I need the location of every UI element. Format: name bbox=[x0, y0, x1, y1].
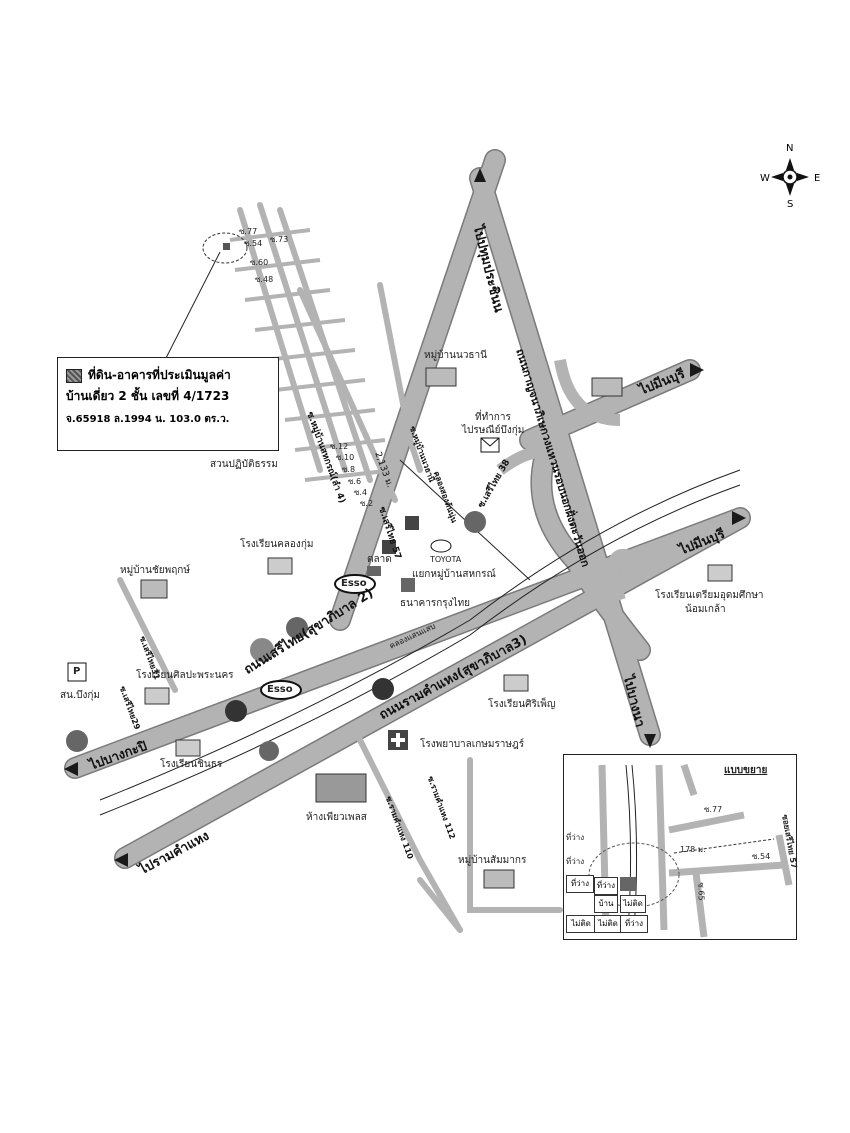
soi-number: ซ.4 bbox=[354, 488, 368, 497]
road-pracharin[interactable] bbox=[330, 150, 505, 630]
label-toyota: TOYOTA bbox=[430, 555, 462, 564]
arrow-down-icon bbox=[644, 734, 656, 748]
compass-e: E bbox=[814, 173, 820, 184]
soi-number: ซ.12 bbox=[330, 442, 349, 451]
inset-title: แบบขยาย bbox=[724, 765, 768, 776]
label-chaiyaphruek: หมู่บ้านชัยพฤกษ์ bbox=[120, 565, 190, 576]
inset-neighbor1: ไม่ติด bbox=[620, 895, 646, 913]
label-mall: ห้างเพียวเพลส bbox=[306, 812, 367, 823]
roads-fill bbox=[65, 150, 750, 868]
compass-icon bbox=[771, 158, 809, 196]
soi-number: ซ.10 bbox=[336, 453, 355, 462]
road-seri-thai[interactable] bbox=[65, 510, 745, 778]
inset-neighbor3: ไม่ติด bbox=[594, 915, 622, 933]
inset-vacant1: ที่ว่าง bbox=[566, 833, 585, 842]
soi-number: ซ.8 bbox=[342, 465, 356, 474]
inset-neighbor2: ไม่ติด bbox=[566, 915, 596, 933]
market-icon bbox=[367, 566, 381, 576]
label-market: ตลาด bbox=[367, 554, 392, 565]
bank-icon bbox=[401, 578, 415, 592]
label-krungthai: ธนาคารกรุงไทย bbox=[400, 598, 471, 609]
ptt-icon bbox=[66, 511, 486, 752]
inset-map[interactable]: แบบขยาย ซ.77 ซ.54 ซ.65 ซอยเสรีไทย 57 178… bbox=[563, 754, 799, 940]
label-school-khlong-kum: โรงเรียนคลองกุ่ม bbox=[240, 539, 314, 550]
arrow-right-icon bbox=[732, 511, 746, 525]
hospital-icon bbox=[388, 730, 408, 750]
sub-grid bbox=[229, 228, 396, 482]
label-kasemrad: โรงพยาบาลเกษมราษฎร์ bbox=[420, 739, 525, 750]
hatch-swatch-icon bbox=[66, 368, 82, 383]
soi-number: ซ.54 bbox=[244, 239, 263, 248]
inset-soi54: ซ.54 bbox=[752, 852, 771, 861]
legend-line2: บ้านเดี่ยว 2 ชั้น เลขที่ 4/1723 bbox=[66, 389, 230, 403]
direction-arrows bbox=[64, 168, 746, 867]
legend-line3: จ.65918 ล.1994 น. 103.0 ตร.ว. bbox=[66, 414, 230, 425]
road-ramkhamhaeng[interactable] bbox=[115, 508, 750, 868]
inset-soi65: ซ.65 bbox=[696, 882, 706, 901]
inset-vacant5: ที่ว่าง bbox=[620, 915, 648, 933]
soi-number: ซ.2 bbox=[360, 499, 374, 508]
arrow-up-icon bbox=[474, 168, 486, 182]
soi-number: ซ.48 bbox=[255, 275, 274, 284]
legend-box: ที่ดิน-อาคารที่ประเมินมูลค่า บ้านเดี่ยว … bbox=[57, 357, 279, 451]
star-icon bbox=[225, 678, 394, 722]
soi-number: ซ.77 bbox=[239, 227, 258, 236]
label-school-sinthorn: โรงเรียนชินธร bbox=[160, 759, 223, 770]
legend-line1: ที่ดิน-อาคารที่ประเมินมูลค่า bbox=[88, 368, 231, 382]
inset-roads bbox=[588, 763, 793, 938]
soi-number: ซ.60 bbox=[250, 258, 269, 267]
esso-label: Esso bbox=[267, 684, 293, 695]
esso-icon bbox=[260, 574, 376, 700]
inset-dist: 178 ม. bbox=[680, 845, 706, 854]
inset-vacant2: ที่ว่าง bbox=[566, 857, 585, 866]
label-school-triam: โรงเรียนเตรียมอุดมศึกษา bbox=[655, 590, 764, 601]
housing-icon bbox=[140, 367, 623, 889]
label-post-office-1: ที่ทำการ bbox=[475, 412, 511, 423]
esso-label: Esso bbox=[341, 578, 367, 589]
police-icon bbox=[67, 662, 87, 682]
school-icon bbox=[144, 557, 733, 757]
post-office-icon bbox=[480, 437, 500, 453]
soi-number: ซ.73 bbox=[270, 235, 289, 244]
compass-n: N bbox=[786, 143, 793, 154]
label-suan-patibat: สวนปฏิบัติธรรม bbox=[210, 459, 278, 470]
inset-vacant3: ที่ว่าง bbox=[566, 875, 594, 893]
subject-location-marker[interactable] bbox=[164, 232, 248, 361]
label-school-sin: โรงเรียนศิลปะพระนคร bbox=[136, 670, 234, 681]
label-police: สน.บึงกุ่ม bbox=[60, 690, 100, 701]
arrow-left-icon bbox=[64, 762, 78, 776]
mall-icon bbox=[315, 773, 367, 803]
compass-w: W bbox=[760, 173, 770, 184]
inset-vacant4: ที่ว่าง bbox=[594, 877, 618, 895]
label-nava-thani: หมู่บ้านนวธานี bbox=[424, 350, 487, 361]
label-yaek-sahakorn: แยกหมู่บ้านสหกรณ์ bbox=[412, 569, 496, 580]
label-noi-klao: น้อมเกล้า bbox=[685, 604, 726, 615]
compass-s: S bbox=[787, 199, 793, 210]
toyota-icon bbox=[430, 539, 452, 553]
soi-number: ซ.6 bbox=[348, 477, 362, 486]
seven-eleven-icon bbox=[382, 516, 419, 554]
label-post-office-2: ไปรษณีย์บึงกุ่ม bbox=[462, 425, 525, 436]
road-interchange[interactable] bbox=[531, 420, 650, 660]
arrow-left-icon bbox=[114, 853, 128, 867]
bts-icon bbox=[259, 741, 279, 761]
inset-soi77: ซ.77 bbox=[704, 805, 723, 814]
label-sammakorn: หมู่บ้านสัมมากร bbox=[458, 855, 527, 866]
road-outer-ring[interactable] bbox=[470, 168, 660, 745]
shell-icon bbox=[250, 638, 274, 662]
interchange-loops bbox=[496, 358, 643, 602]
inset-house: บ้าน bbox=[594, 895, 618, 913]
arrow-right-icon bbox=[690, 363, 704, 377]
label-school-siripen: โรงเรียนศิริเพ็ญ bbox=[488, 699, 556, 710]
parking-label: P bbox=[73, 666, 81, 677]
